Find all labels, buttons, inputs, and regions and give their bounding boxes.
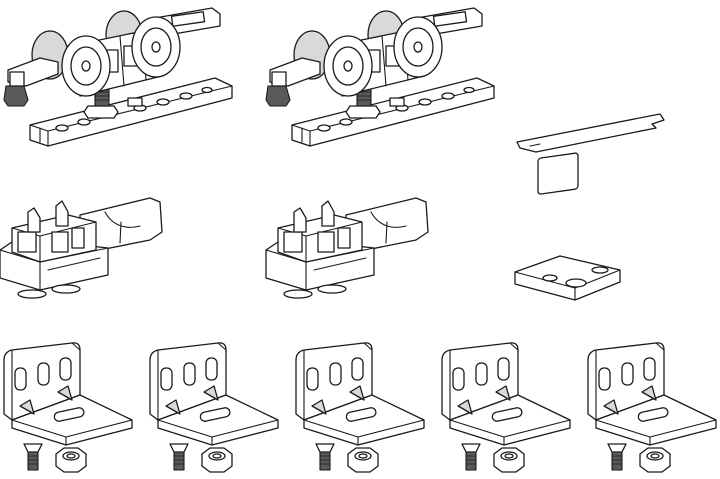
soft-close-damper-1 [0, 197, 163, 299]
l-bracket-1 [3, 342, 133, 473]
l-bracket-3 [295, 342, 425, 473]
l-bracket-2 [149, 342, 279, 473]
spacer-shim [516, 113, 665, 153]
l-bracket-4 [441, 342, 571, 473]
l-bracket-5 [587, 342, 717, 473]
floor-guide [514, 152, 621, 301]
roller-carriage-1 [3, 7, 233, 147]
roller-carriage-2 [265, 7, 495, 147]
soft-close-damper-2 [265, 197, 429, 299]
